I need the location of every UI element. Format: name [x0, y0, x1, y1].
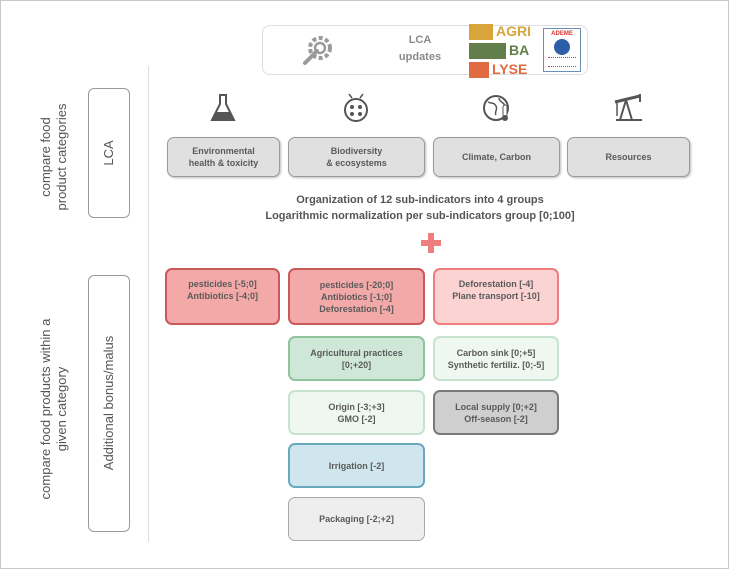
group-climate-carbon: Climate, Carbon: [433, 137, 560, 177]
origin-gmo-box: Origin [-3;+3]GMO [-2]: [288, 390, 425, 435]
divider-line: [148, 66, 149, 542]
lca-label-box: [88, 88, 130, 218]
irrigation-box: Irrigation [-2]: [288, 443, 425, 488]
group-resources: Resources: [567, 137, 690, 177]
lca-updates-line2: updates: [398, 51, 442, 63]
carbon-sink-box: Carbon sink [0;+5]Synthetic fertiliz. [0…: [433, 336, 559, 381]
plus-icon: [421, 233, 441, 253]
bio-malus-box: pesticides [-20;0]Antibiotics [-1;0]Defo…: [288, 268, 425, 325]
agribalyse-logo: AGRI BA LYSE: [469, 22, 531, 80]
oil-pump-icon: [612, 92, 646, 129]
globe-thermometer-icon: [481, 92, 513, 129]
climate-malus-box: Deforestation [-4]Plane transport [-10]: [433, 268, 559, 325]
ladybug-icon: [340, 92, 372, 129]
organization-text: Organization of 12 sub-indicators into 4…: [296, 194, 544, 206]
lca-updates-line1: LCA: [408, 34, 432, 46]
group-biodiversity: Biodiversity& ecosystems: [288, 137, 425, 177]
section1-label-line2: product categories: [54, 103, 69, 211]
section2-label-line2: given category: [54, 366, 69, 452]
gear-wrench-icon: [300, 32, 336, 68]
section1-label-line1: compare food: [38, 117, 53, 197]
env-malus-box: pesticides [-5;0]Antibiotics [-4;0]: [165, 268, 280, 325]
lca-label: LCA: [101, 140, 116, 166]
packaging-box: Packaging [-2;+2]: [288, 497, 425, 541]
flask-icon: [208, 92, 238, 129]
normalization-text: Logarithmic normalization per sub-indica…: [265, 210, 575, 222]
local-supply-box: Local supply [0;+2]Off-season [-2]: [433, 390, 559, 435]
bonus-label: Additional bonus/malus: [101, 335, 116, 471]
agricultural-practices-box: Agricultural practices[0;+20]: [288, 336, 425, 381]
bonus-label-box: [88, 275, 130, 532]
section2-label-line1: compare food products within a: [38, 318, 53, 500]
ademe-logo: ADEME: [543, 28, 581, 72]
